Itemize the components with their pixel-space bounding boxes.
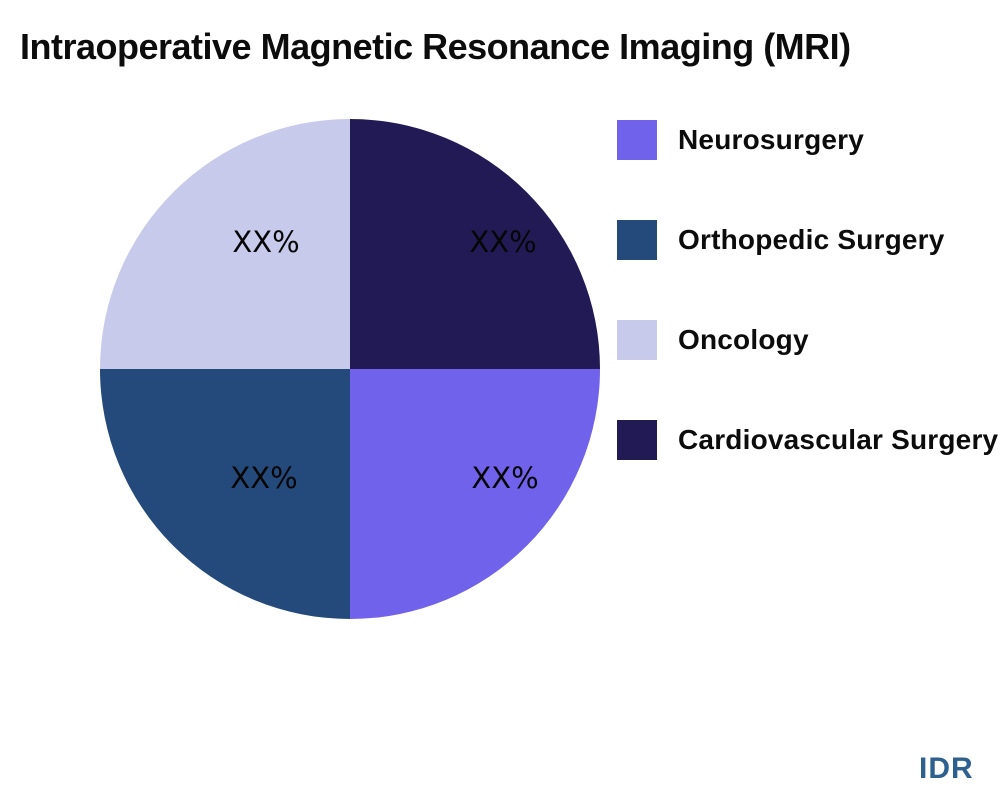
legend-swatch-neurosurgery [617, 120, 657, 160]
chart-title: Intraoperative Magnetic Resonance Imagin… [20, 26, 851, 67]
pie: XX% XX% XX% XX% [100, 119, 600, 619]
legend-swatch-orthopedic-surgery [617, 220, 657, 260]
legend-label-neurosurgery: Neurosurgery [678, 124, 865, 155]
pie-label-cardiovascular-surgery: XX% [469, 225, 537, 259]
legend-swatch-oncology [617, 320, 657, 360]
legend-item-neurosurgery: Neurosurgery [617, 120, 864, 160]
pie-label-oncology: XX% [232, 225, 300, 259]
legend-item-orthopedic-surgery: Orthopedic Surgery [617, 220, 945, 260]
legend-label-cardiovascular-surgery: Cardiovascular Surgery [678, 424, 999, 455]
pie-label-orthopedic-surgery: XX% [230, 461, 298, 495]
pie-label-neurosurgery: XX% [471, 461, 539, 495]
idr-watermark: IDR [919, 752, 974, 785]
legend-item-cardiovascular-surgery: Cardiovascular Surgery [617, 420, 998, 460]
legend-label-orthopedic-surgery: Orthopedic Surgery [678, 224, 945, 255]
legend-label-oncology: Oncology [678, 324, 809, 355]
legend-item-oncology: Oncology [617, 320, 809, 360]
legend-swatch-cardiovascular-surgery [617, 420, 657, 460]
